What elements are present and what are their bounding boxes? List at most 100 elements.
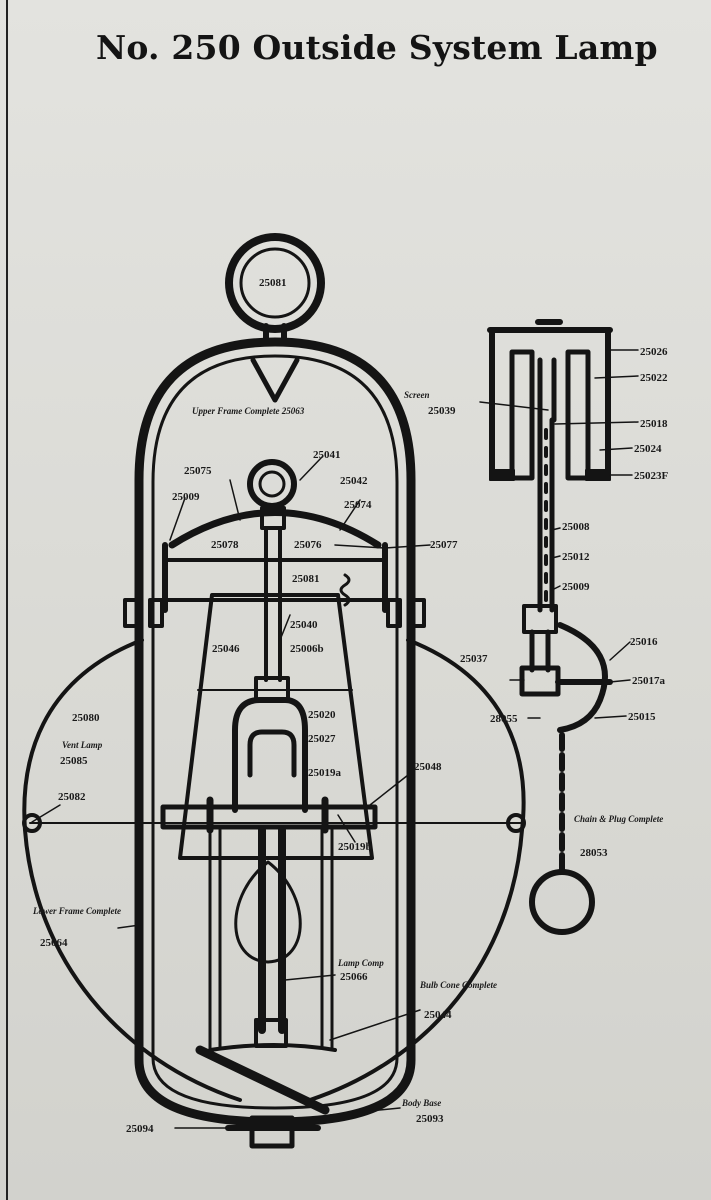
page-title: No. 250 Outside System Lamp [96,28,658,67]
callout-25037: 25037 [460,653,488,665]
callout-25006b: 25006b [290,643,324,655]
callout-25075: 25075 [184,465,212,477]
shaft-base [519,665,561,697]
callout-screen: Screen [404,390,430,400]
callout-25080: 25080 [72,712,100,724]
cap-sides [162,542,388,613]
shaft-lower [529,629,551,673]
callout-25094: 25094 [126,1123,154,1135]
inner-sleeve-right [565,349,591,481]
callout-25078: 25078 [211,539,239,551]
top-eye [247,459,297,509]
callout-25048: 25048 [414,761,442,773]
cap-foot-left [489,469,515,481]
frame-clip-left [123,598,139,628]
chain-plug-detail [479,319,639,935]
callout-25064: 25064 [40,937,68,949]
callout-25046: 25046 [212,643,240,655]
callout-25042: 25042 [340,475,368,487]
callout-25016: 25016 [630,636,658,648]
body-rod-right [320,828,334,1050]
hook [557,622,608,733]
shaft-collar [522,604,558,634]
frame-clip-left-2 [148,598,164,628]
callout-25040: 25040 [290,619,318,631]
callout-25081: 25081 [292,573,320,585]
burner-cap [247,729,297,778]
callout-25077: 25077 [430,539,458,551]
burner-housing [232,697,308,813]
callout-25018: 25018 [640,418,668,430]
lamp-bulb [234,860,302,964]
upper-frame-vee [250,357,300,403]
callout-25027: 25027 [308,733,336,745]
callout-chain-plug: Chain & Plug Complete [574,814,663,824]
cap-foot-right [585,469,611,481]
frame-clip-right-2 [410,598,426,628]
callout-ring: 25081 [259,277,287,289]
callout-25017a: 25017a [632,675,666,687]
top-nut [260,506,286,530]
callout-lower-frame: Lower Frame Complete [32,906,121,916]
top-dome [168,509,382,549]
bottom-lever [195,1045,330,1115]
chain-shaft [537,417,555,613]
frame-clip-right [386,598,402,628]
callout-25041: 25041 [313,449,341,461]
center-shaft-top [537,357,557,423]
cap-top [487,319,613,333]
callout-28053: 28053 [580,847,608,859]
center-stem [258,826,286,1034]
plate-bolts [206,796,329,834]
reflector-cone [178,593,374,860]
callout-25044: 25044 [424,1009,452,1021]
callout-25082: 25082 [58,791,86,803]
center-rod [264,526,282,682]
callout-25012: 25012 [562,551,590,563]
rim-clip-left [22,813,42,833]
support-plate [160,804,378,830]
callout-upper-frame: Upper Frame Complete 25063 [192,406,305,416]
callout-25019a: 25019a [308,767,342,779]
callout-25009-left: 25009 [172,491,200,503]
callout-bulb-cone: Bulb Cone Complete [419,980,497,990]
callout-25008: 25008 [562,521,590,533]
callout-body-base: Body Base [401,1098,441,1108]
callout-25015: 25015 [628,711,656,723]
chain-ring [529,869,595,935]
callout-25019b: 25019b [338,841,372,853]
inner-sleeve-left [509,349,535,481]
body-rod-left [208,828,222,1050]
main-lamp-assembly [22,233,526,1149]
outer-frame-inner [151,354,399,1110]
callout-25085: 25085 [60,755,88,767]
callout-25026: 25026 [640,346,668,358]
callout-28055: 28055 [490,713,518,725]
outer-frame [134,337,416,1127]
callout-25024: 25024 [634,443,662,455]
callout-25039: 25039 [428,405,456,417]
callout-25020: 25020 [308,709,336,721]
base-plug [249,1115,295,1149]
leader-lines-detail [479,349,639,719]
rim-clip-right [506,813,526,833]
bottom-arc [208,1043,337,1052]
callout-25009-right: 25009 [562,581,590,593]
spring-coil [339,573,351,607]
callout-25093: 25093 [416,1113,444,1125]
leader-lines-main [31,456,431,1129]
globe-outline [22,638,526,1102]
callout-25066: 25066 [340,971,368,983]
callout-25074: 25074 [344,499,372,511]
top-eye-inner [258,470,286,498]
callout-25023f: 25023F [634,470,669,482]
callout-lamp: Lamp Comp [337,958,384,968]
page-edge-line [6,0,8,1200]
callout-25022: 25022 [640,372,668,384]
callout-vent-lamp: Vent Lamp [62,740,103,750]
hanging-ring [225,233,325,333]
callout-25076: 25076 [294,539,322,551]
hanging-ring-inner [239,247,311,319]
